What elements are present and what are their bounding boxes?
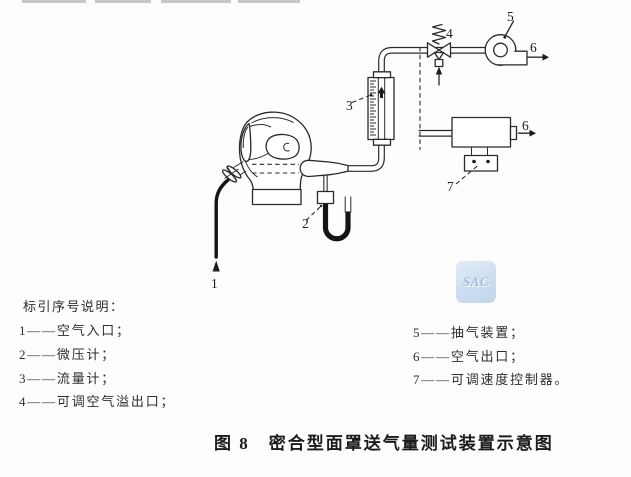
bell-mouth [299, 159, 349, 178]
legend-title: 标引序号说明： [23, 299, 125, 314]
legend-item-3: 3——流量计； [19, 371, 117, 386]
extraction-blower [484, 34, 528, 66]
clipped-text-fragment [161, 0, 231, 3]
flowmeter-float [377, 86, 386, 94]
callout-micromanometer: 2 [302, 216, 309, 231]
u-tube-manometer [322, 201, 351, 242]
legend-item-7: 7——可调速度控制器。 [413, 372, 570, 387]
clipped-text-fragment [22, 0, 86, 3]
clipped-text-fragment [238, 0, 300, 3]
callout-outlet-top: 6 [530, 40, 537, 55]
mask-lens [240, 122, 252, 163]
flowmeter [367, 71, 395, 146]
mask-port-icon [224, 166, 239, 182]
legend-item-4: 4——可调空气溢出口； [19, 394, 176, 409]
callout-outlet-mid: 6 [522, 118, 529, 133]
outlet-arrow-top [542, 53, 549, 61]
speed-controller-box [463, 154, 499, 172]
valve-spring [431, 23, 447, 45]
head-form-base [251, 188, 302, 206]
callout-extraction-device: 5 [507, 9, 514, 24]
inlet-arrow [212, 260, 220, 272]
mask-strap-pad [265, 133, 300, 160]
mask-head-form [221, 111, 312, 191]
clipped-text-fragment [95, 0, 151, 3]
outlet-arrow-mid [529, 129, 536, 137]
callout-speed-controller: 7 [447, 179, 454, 194]
sac-watermark-text: SAC [462, 274, 490, 289]
legend-item-2: 2——微压计； [19, 347, 117, 362]
legend-item-6: 6——空气出口； [413, 349, 525, 364]
relief-valve [426, 23, 452, 86]
figure-caption: 图 8 密合型面罩送气量测试装置示意图 [214, 434, 554, 453]
legend-item-5: 5——抽气装置； [413, 325, 525, 340]
callout-relief-valve: 4 [446, 26, 453, 41]
air-inlet-tube [214, 178, 230, 259]
callout-air-inlet: 1 [211, 276, 218, 291]
manometer-connector [316, 190, 335, 205]
sac-watermark: SAC [456, 261, 496, 303]
alt-extraction-device [451, 116, 518, 172]
legend-item-1: 1——空气入口； [19, 323, 131, 338]
callout-flowmeter: 3 [346, 98, 353, 113]
